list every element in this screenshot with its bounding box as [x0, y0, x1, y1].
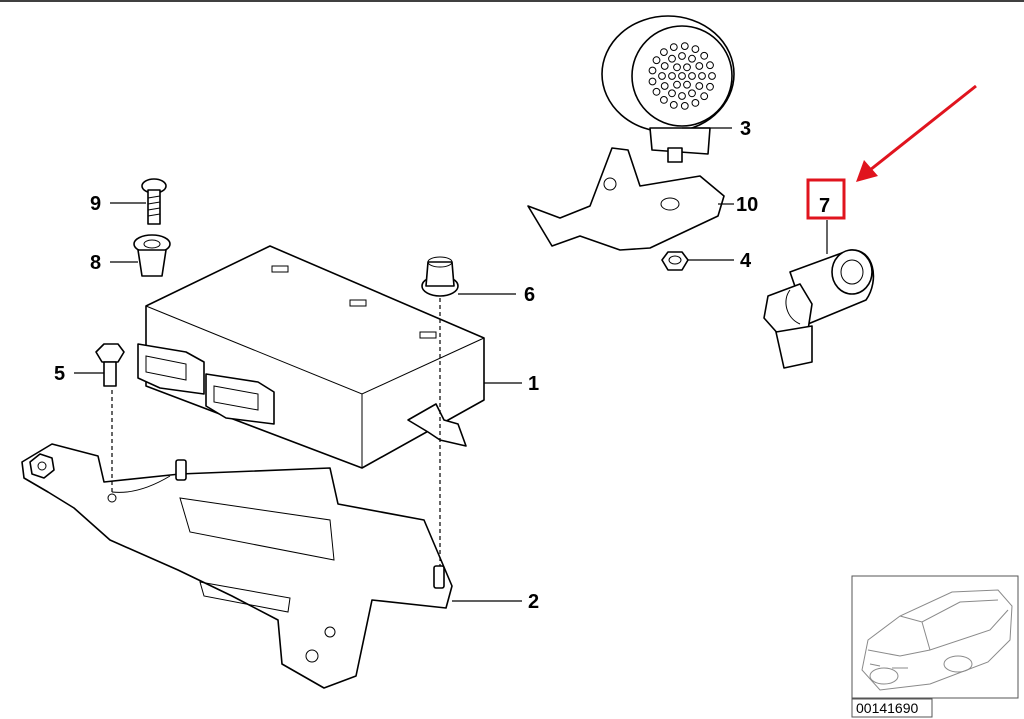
grille-hole [652, 87, 661, 96]
vehicle-thumbnail [851, 575, 1019, 699]
grommet[interactable] [133, 234, 171, 277]
grille-hole [695, 62, 704, 70]
grille-hole [691, 45, 700, 53]
grille-hole [691, 99, 700, 107]
grille-hole [688, 54, 696, 63]
grille-hole [708, 72, 716, 80]
hex-bolt[interactable] [95, 343, 125, 492]
callout-2: 2 [528, 591, 539, 613]
grille-hole [695, 82, 704, 90]
screw[interactable] [141, 178, 167, 225]
highlight-box [806, 178, 846, 220]
grille-hole [680, 42, 689, 50]
grille-hole [683, 80, 691, 89]
callout-4: 4 [740, 250, 752, 272]
hex-nut[interactable] [661, 251, 689, 271]
grille-hole [706, 61, 714, 70]
grille-hole [660, 82, 669, 90]
grille-hole [668, 72, 676, 80]
callout-3: 3 [740, 118, 751, 140]
callout-5: 5 [54, 363, 65, 385]
grille-hole [698, 72, 706, 80]
grille-hole [660, 96, 668, 104]
pdc-sensor[interactable] [763, 249, 875, 369]
callout-8: 8 [90, 252, 101, 274]
speaker-grille [648, 42, 716, 110]
grille-hole [669, 101, 678, 109]
grille-hole [660, 48, 668, 56]
callout-7[interactable]: 7 [819, 195, 830, 217]
grille-hole [678, 52, 686, 60]
red-arrow-icon [856, 84, 977, 182]
grille-hole [669, 43, 678, 51]
grille-hole [688, 72, 696, 80]
grille-hole [660, 62, 669, 70]
grille-hole [668, 54, 676, 63]
grille-hole [648, 77, 657, 86]
grille-hole [673, 80, 681, 89]
callout-1: 1 [528, 373, 539, 395]
collar-nut[interactable] [421, 256, 459, 566]
callout-6: 6 [524, 284, 535, 306]
grille-hole [688, 89, 696, 98]
grille-hole [668, 89, 676, 98]
signal-speaker[interactable] [601, 15, 735, 163]
mounting-bracket[interactable] [21, 443, 453, 689]
grille-hole [652, 56, 661, 65]
speaker-bracket[interactable] [527, 147, 725, 251]
grille-hole [680, 102, 689, 110]
grille-hole [648, 66, 657, 75]
callout-10: 10 [736, 194, 758, 216]
grille-hole [673, 63, 681, 72]
grille-hole [658, 72, 666, 80]
reference-label-box [851, 698, 933, 718]
grille-hole [700, 92, 709, 101]
grille-hole [678, 72, 686, 80]
leader-lines [74, 127, 828, 602]
grille-hole [683, 63, 691, 72]
reference-number: 00141690 [856, 700, 919, 716]
grille-hole [700, 51, 709, 60]
callout-9: 9 [90, 193, 101, 215]
control-unit[interactable] [137, 245, 485, 469]
grille-hole [678, 92, 686, 100]
grille-hole [706, 82, 714, 91]
